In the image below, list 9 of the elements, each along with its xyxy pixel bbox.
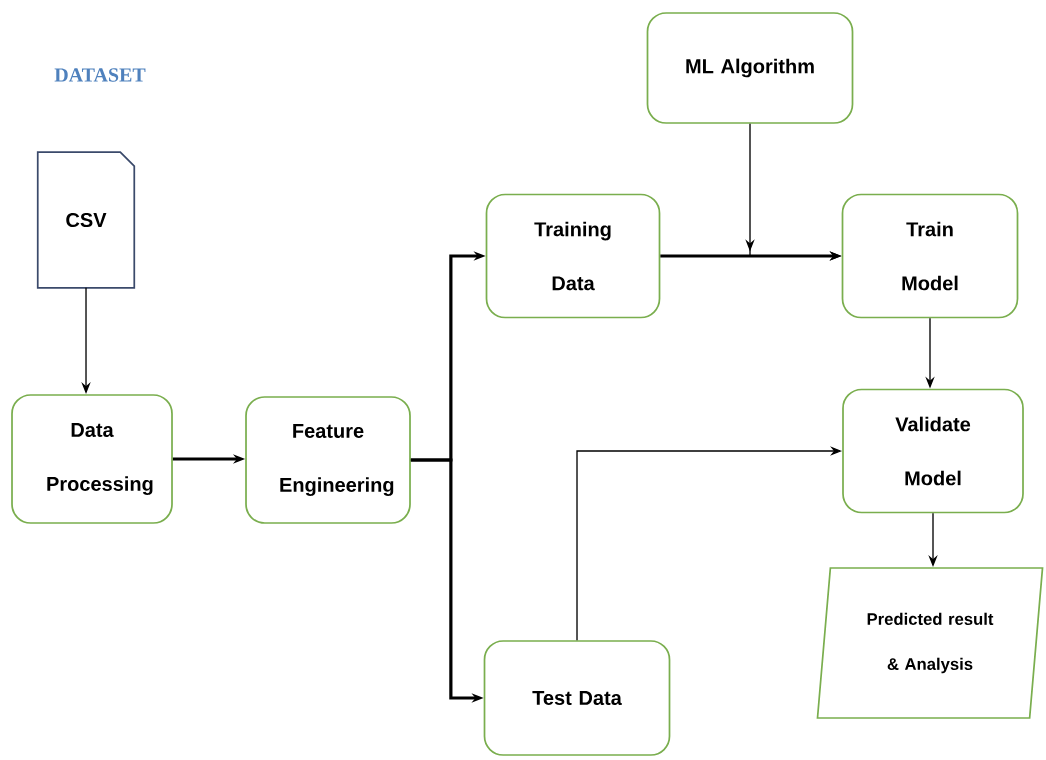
process-box: Test Data (483, 640, 671, 756)
process-box: ML Algorithm (646, 12, 854, 124)
process-box: Train Model (841, 193, 1019, 319)
process-box: Feature Engineering (245, 396, 411, 524)
process-box: Validate Model (842, 388, 1024, 514)
process-box: Data Processing (11, 394, 173, 524)
parallelogram-box: Predicted result & Analysis (816, 567, 1044, 719)
process-box: Training Data (485, 193, 661, 319)
section-heading: DATASET (54, 68, 146, 82)
